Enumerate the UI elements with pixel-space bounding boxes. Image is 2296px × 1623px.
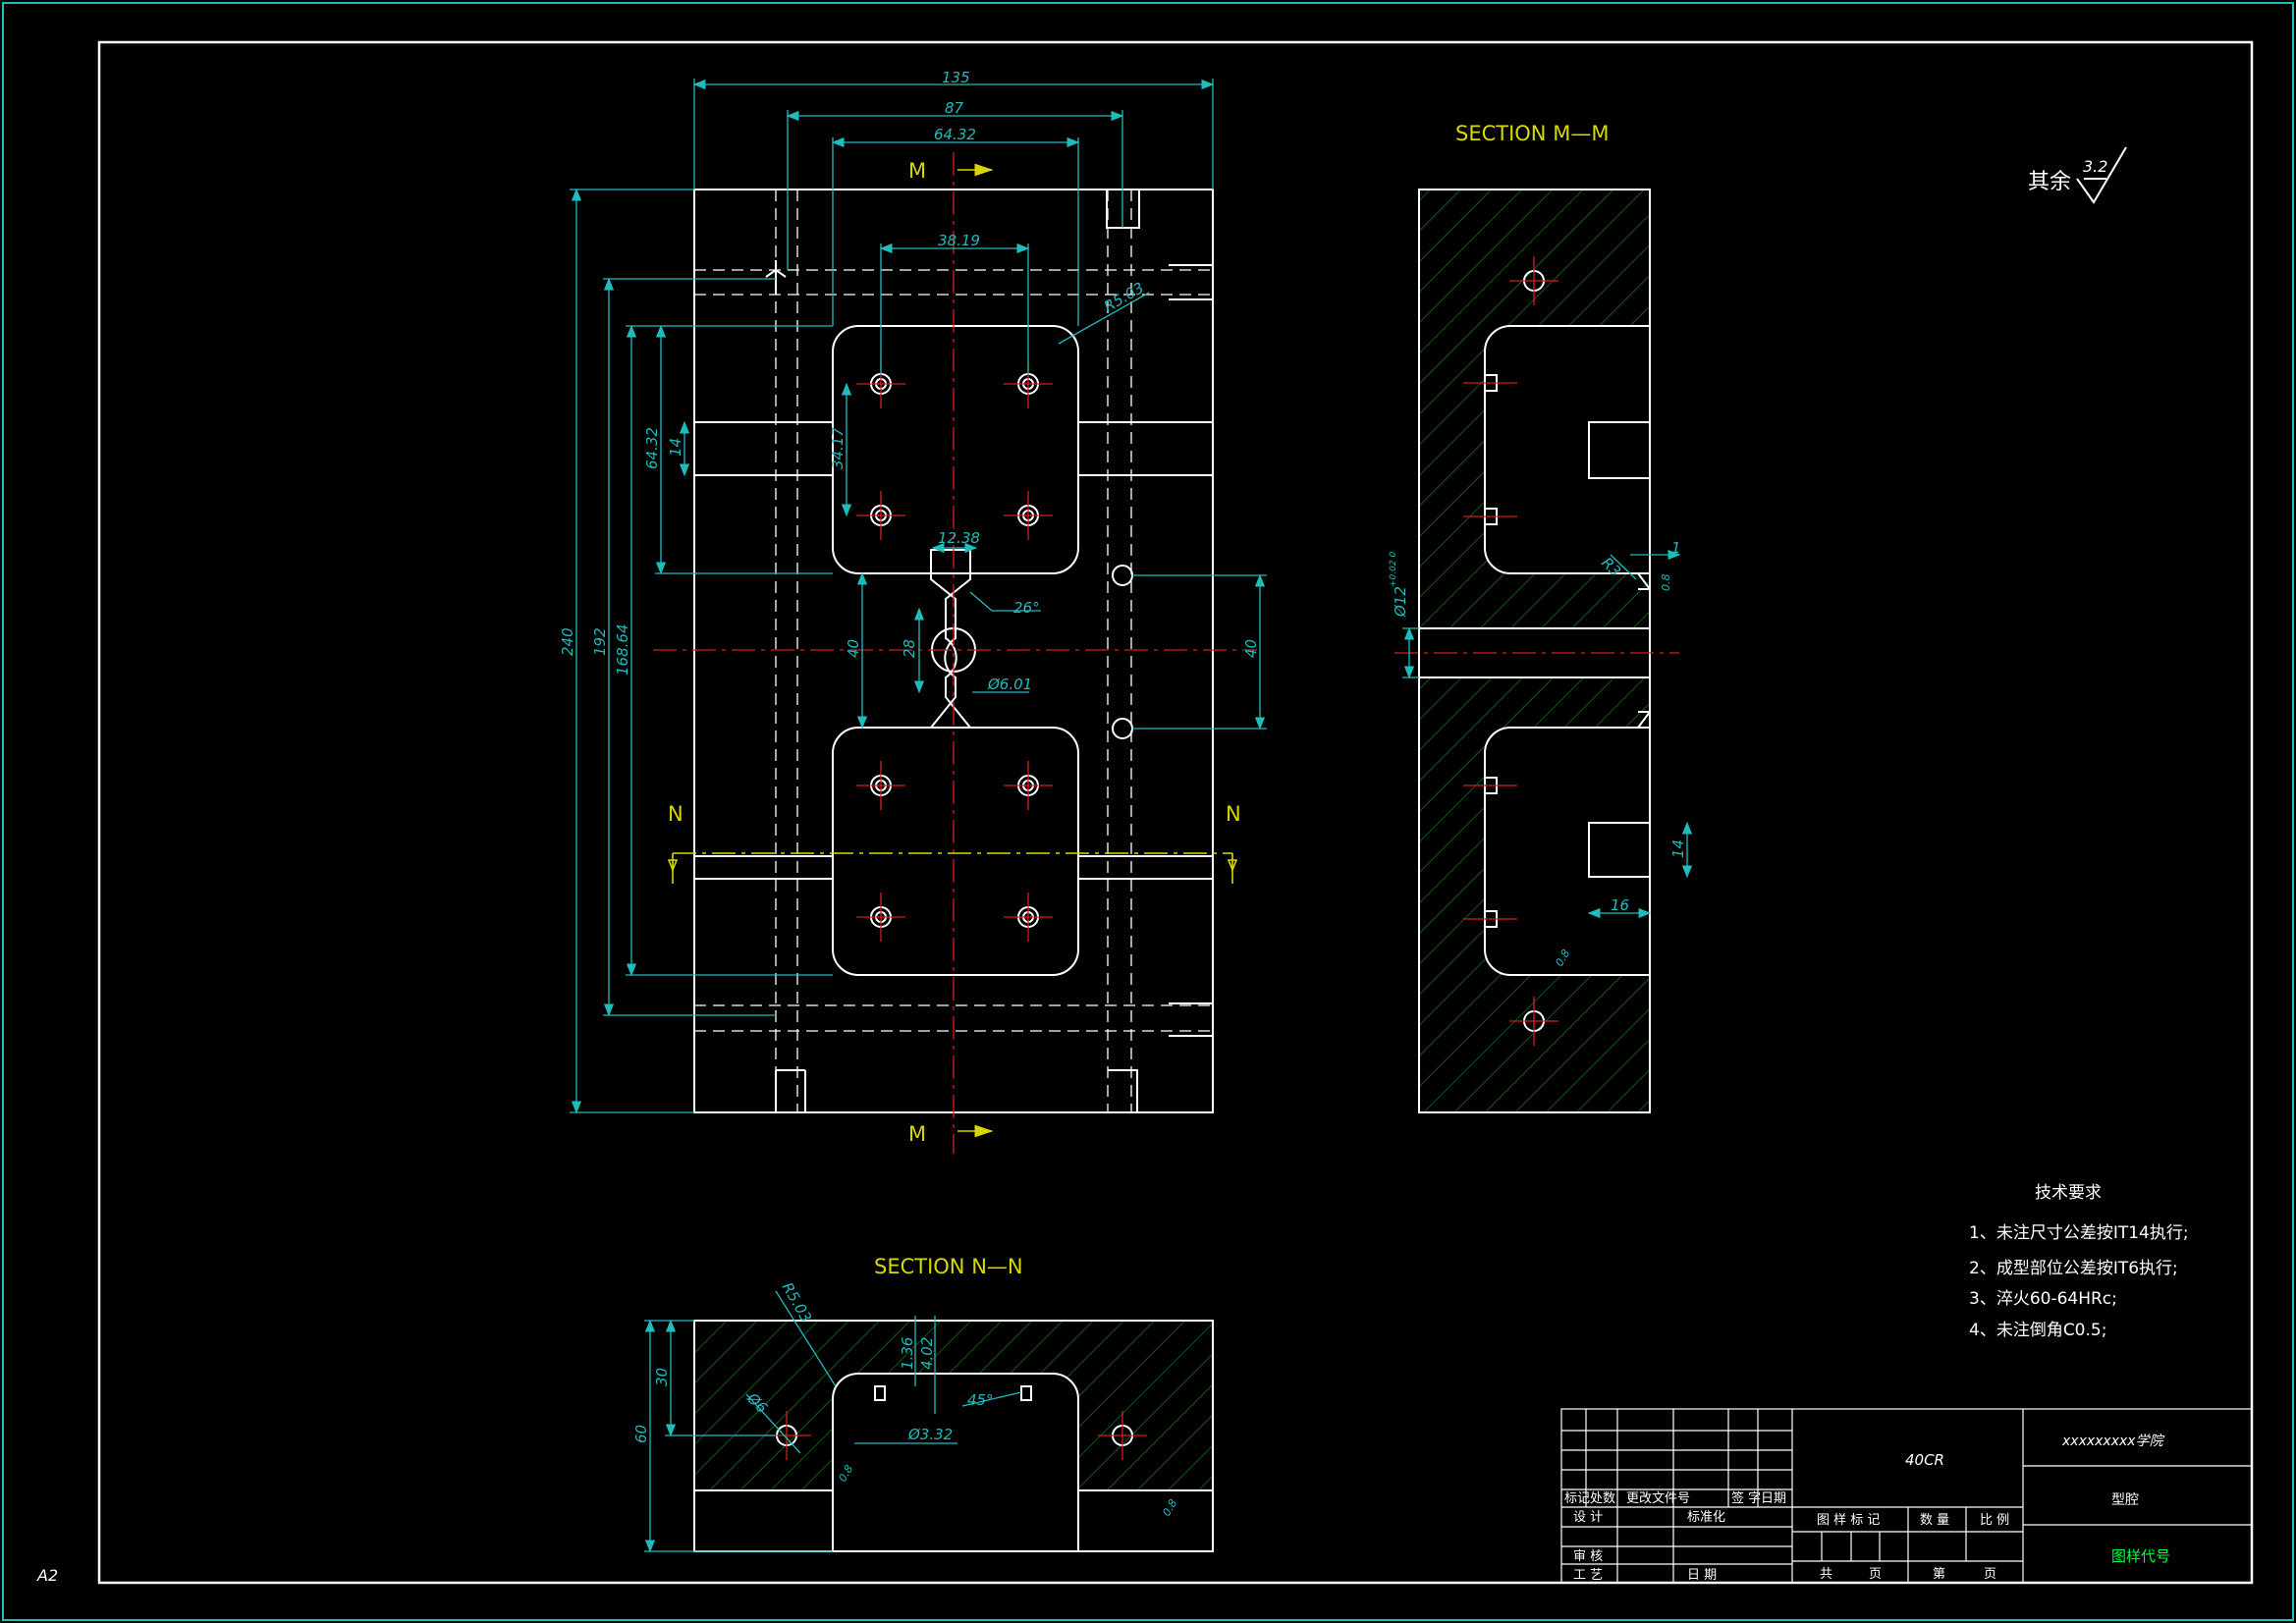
plan-dimensions: 135 87 64.32 38.19 R5.03 12.38 26° Ø6.01…: [559, 69, 1267, 1114]
svg-text:Ø12: Ø12: [1392, 586, 1409, 618]
svg-text:设 计: 设 计: [1573, 1510, 1603, 1525]
svg-text:45°: 45°: [967, 1391, 994, 1409]
svg-text:38.19: 38.19: [938, 232, 980, 249]
svg-text:12.38: 12.38: [938, 529, 980, 547]
svg-text:135: 135: [942, 69, 970, 86]
svg-text:处数: 处数: [1590, 1491, 1615, 1506]
svg-text:技术要求: 技术要求: [2035, 1183, 2102, 1203]
roughness-symbol: 其余 3.2: [2028, 146, 2127, 204]
svg-text:标准化: 标准化: [1687, 1510, 1725, 1525]
svg-text:日期: 日期: [1761, 1491, 1786, 1506]
svg-text:14: 14: [667, 438, 684, 457]
title-block: 标记 处数 更改文件号 签 字 日期 设 计 标准化 审 核 工 艺 日 期 4…: [1560, 1408, 2253, 1584]
svg-text:3.2: 3.2: [2083, 157, 2107, 176]
svg-text:比 例: 比 例: [1980, 1513, 2009, 1528]
svg-text:1、未注尺寸公差按IT14执行;: 1、未注尺寸公差按IT14执行;: [1969, 1223, 2189, 1243]
svg-text:40: 40: [845, 639, 862, 658]
svg-text:第: 第: [1933, 1567, 1945, 1582]
svg-text:1: 1: [1671, 539, 1681, 557]
svg-text:34.17: 34.17: [829, 427, 847, 469]
svg-text:28: 28: [901, 639, 918, 658]
svg-text:xxxxxxxxx学院: xxxxxxxxx学院: [2061, 1434, 2165, 1449]
svg-text:签 字: 签 字: [1731, 1490, 1761, 1506]
cut-label-n-right: N: [1226, 802, 1241, 826]
cut-label-n-left: N: [668, 802, 683, 826]
svg-text:4.02: 4.02: [918, 1337, 936, 1370]
svg-text:1.36: 1.36: [899, 1337, 916, 1370]
svg-text:Ø6.01: Ø6.01: [987, 676, 1032, 693]
lower-cavity: [832, 727, 1079, 976]
svg-text:0.8: 0.8: [1160, 1497, 1179, 1519]
svg-text:页: 页: [1869, 1567, 1882, 1582]
section-m-m-title: SECTION M—M: [1455, 122, 1609, 145]
svg-text:图 样 标 记: 图 样 标 记: [1817, 1513, 1880, 1528]
svg-text:0.8: 0.8: [836, 1463, 855, 1485]
svg-text:64.32: 64.32: [934, 126, 976, 143]
svg-text:16: 16: [1611, 896, 1629, 914]
svg-text:0.8: 0.8: [1553, 947, 1572, 969]
svg-text:图样代号: 图样代号: [2111, 1547, 2170, 1565]
svg-text:192: 192: [591, 627, 609, 656]
section-m-m: SECTION M—M Ø12 +0.02 0 R3 1 0.8 14 16 0…: [1389, 122, 1693, 1113]
section-n-n: SECTION N—N 60 30 R5.03 Ø6 1.36 4.02 Ø3.…: [632, 1255, 1214, 1553]
cut-label-m-bottom: M: [908, 1122, 926, 1146]
svg-text:64.32: 64.32: [643, 427, 661, 469]
svg-text:87: 87: [945, 99, 964, 117]
plan-view: N N M M 135 87 64.32 38.19 R5.03 12.38 2…: [559, 69, 1267, 1154]
svg-text:2、成型部位公差按IT6执行;: 2、成型部位公差按IT6执行;: [1969, 1259, 2178, 1278]
svg-text:共: 共: [1820, 1567, 1832, 1582]
svg-text:3、淬火60-64HRc;: 3、淬火60-64HRc;: [1969, 1289, 2117, 1309]
sheet-size-label: A2: [36, 1566, 58, 1585]
svg-text:R5.03: R5.03: [779, 1279, 816, 1325]
svg-text:40CR: 40CR: [1905, 1451, 1944, 1469]
cut-label-m-top: M: [908, 159, 926, 183]
svg-text:标记: 标记: [1564, 1491, 1590, 1506]
svg-text:240: 240: [559, 627, 576, 656]
svg-text:页: 页: [1984, 1567, 1996, 1582]
svg-text:0.8: 0.8: [1660, 574, 1672, 592]
svg-text:60: 60: [632, 1425, 650, 1443]
svg-text:168.64: 168.64: [614, 624, 631, 676]
svg-text:更改文件号: 更改文件号: [1626, 1491, 1690, 1506]
svg-text:审 核: 审 核: [1573, 1549, 1603, 1564]
technical-requirements: 技术要求 1、未注尺寸公差按IT14执行; 2、成型部位公差按IT6执行; 3、…: [1969, 1183, 2189, 1340]
svg-text:数 量: 数 量: [1920, 1513, 1949, 1528]
svg-text:30: 30: [653, 1368, 671, 1386]
svg-text:40: 40: [1242, 639, 1260, 658]
svg-text:工 艺: 工 艺: [1573, 1568, 1603, 1583]
inner-border: [97, 40, 2254, 1585]
svg-text:Ø3.32: Ø3.32: [907, 1426, 953, 1443]
section-n-n-title: SECTION N—N: [874, 1255, 1023, 1278]
svg-text:型腔: 型腔: [2111, 1492, 2139, 1508]
section-m-m-hatch: [1419, 189, 1650, 1112]
svg-text:其余: 其余: [2028, 170, 2071, 194]
svg-text:+0.02 0: +0.02 0: [1389, 552, 1398, 587]
svg-text:26°: 26°: [1013, 599, 1040, 617]
svg-text:日 期: 日 期: [1687, 1568, 1717, 1583]
upper-cavity: [832, 325, 1079, 574]
svg-text:4、未注倒角C0.5;: 4、未注倒角C0.5;: [1969, 1321, 2106, 1340]
svg-text:14: 14: [1669, 839, 1687, 858]
